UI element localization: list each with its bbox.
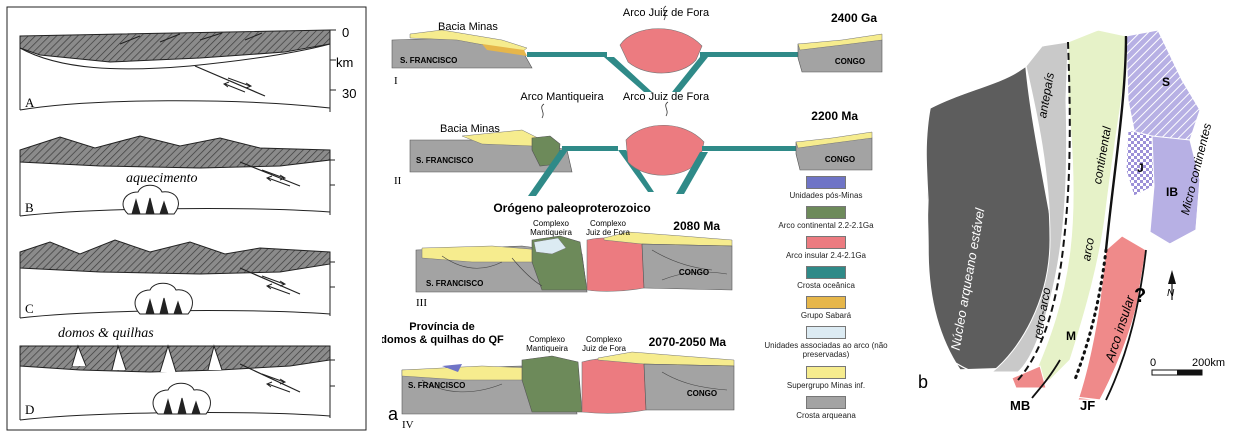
legend-swatch bbox=[806, 266, 846, 279]
legend-label: Unidades associadas ao arco (não preserv… bbox=[764, 341, 887, 359]
section-ii-west: S. FRANCISCO bbox=[416, 156, 473, 165]
section-iii-complex-east-l2: Juiz de Fora bbox=[586, 228, 631, 237]
legend-label: Arco continental 2.2-2.1Ga bbox=[778, 221, 873, 230]
domes-keels-label: domos & quilhas bbox=[58, 326, 154, 341]
tectonic-map-svg: Núcleo arqueano estável retro-arco antep… bbox=[900, 0, 1242, 434]
depth-unit-label: km bbox=[336, 55, 353, 70]
section-iv-heading-l2: domos & quilhas do QF bbox=[382, 334, 504, 346]
stage-label-c: C bbox=[25, 301, 34, 316]
legend-swatch bbox=[806, 366, 846, 379]
legend-label: Crosta arqueana bbox=[796, 411, 856, 420]
section-iv-complex-east-l1: Complexo bbox=[586, 335, 623, 344]
legend-swatch bbox=[806, 296, 846, 309]
north-label: N bbox=[1167, 288, 1175, 299]
section-iii-complex-east-l1: Complexo bbox=[590, 219, 627, 228]
section-iii-complex-west-l2: Mantiqueira bbox=[530, 228, 572, 237]
legend-swatch bbox=[806, 206, 846, 219]
label-jf: JF bbox=[1080, 398, 1095, 413]
legend-swatch bbox=[806, 396, 846, 409]
section-i-basin: Bacia Minas bbox=[438, 21, 498, 33]
legend-label: Arco insular 2.4-2.1Ga bbox=[786, 251, 866, 260]
section-ii-basin: Bacia Minas bbox=[440, 123, 500, 135]
legend-item-island-arc: Arco insular 2.4-2.1Ga bbox=[762, 236, 890, 260]
section-iv-age: 2070-2050 Ma bbox=[649, 335, 727, 349]
section-ii-east: CONGO bbox=[825, 155, 855, 164]
legend-swatch bbox=[806, 326, 846, 339]
section-ii-roman: II bbox=[394, 175, 402, 187]
panel-b-letter: b bbox=[918, 372, 928, 392]
section-iv: S. FRANCISCO CONGO Província de domos & … bbox=[382, 321, 734, 431]
heating-label: aquecimento bbox=[126, 171, 198, 186]
panel-b-tectonic-map: Núcleo arqueano estável retro-arco antep… bbox=[900, 0, 1242, 434]
scale-start-label: 0 bbox=[1150, 357, 1156, 369]
section-i-arc: Arco Juiz de Fora bbox=[623, 7, 710, 19]
section-iii-complex-west-l1: Complexo bbox=[533, 219, 570, 228]
section-iv-east: CONGO bbox=[687, 389, 717, 398]
scale-end-label: 200km bbox=[1192, 357, 1225, 369]
legend-item-continental-arc: Arco continental 2.2-2.1Ga bbox=[762, 206, 890, 230]
panel-cross-sections-a-d: 0 km 30 A aquecimento B bbox=[0, 0, 372, 434]
legend-item-pos-minas: Unidades pós-Minas bbox=[762, 176, 890, 200]
section-b: aquecimento B bbox=[20, 136, 335, 216]
legend-swatch bbox=[806, 176, 846, 189]
label-j: J bbox=[1137, 161, 1144, 175]
legend-item-sabara: Grupo Sabará bbox=[762, 296, 890, 320]
section-iii-roman: III bbox=[416, 297, 427, 309]
label-mb: MB bbox=[1010, 398, 1030, 413]
legend-item-oceanic-crust: Crosta oceânica bbox=[762, 266, 890, 290]
section-iii-age: 2080 Ma bbox=[673, 219, 720, 233]
section-iv-complex-west-l2: Mantiqueira bbox=[526, 344, 568, 353]
label-m: M bbox=[1066, 329, 1076, 343]
section-iv-complex-west-l1: Complexo bbox=[529, 335, 566, 344]
depth-label-0: 0 bbox=[342, 25, 349, 40]
section-iv-roman: IV bbox=[402, 419, 414, 431]
depth-label-30: 30 bbox=[342, 86, 356, 101]
legend-label: Grupo Sabará bbox=[801, 311, 851, 320]
legend-label: Unidades pós-Minas bbox=[790, 191, 863, 200]
section-i-age: 2400 Ga bbox=[831, 11, 877, 25]
section-iv-west: S. FRANCISCO bbox=[408, 381, 465, 390]
legend-label: Crosta oceânica bbox=[797, 281, 855, 290]
section-iii-east: CONGO bbox=[679, 268, 709, 277]
section-ii-age: 2200 Ma bbox=[811, 109, 858, 123]
section-iv-heading-l1: Província de bbox=[409, 321, 474, 333]
section-iii-west: S. FRANCISCO bbox=[426, 279, 483, 288]
stage-sections-svg: 0 km 30 A aquecimento B bbox=[0, 0, 372, 434]
legend-item-archean-crust: Crosta arqueana bbox=[762, 396, 890, 420]
north-arrow-icon: N bbox=[1167, 270, 1176, 300]
section-i-west: S. FRANCISCO bbox=[400, 56, 457, 65]
label-ib: IB bbox=[1166, 185, 1178, 199]
question-mark: ? bbox=[1134, 285, 1146, 307]
scale-bar: 0 200km bbox=[1150, 357, 1225, 375]
section-iv-complex-east-l2: Juiz de Fora bbox=[582, 344, 627, 353]
section-i-east: CONGO bbox=[835, 57, 865, 66]
section-iii: S. FRANCISCO CONGO Orógeno paleoproteroz… bbox=[416, 201, 732, 309]
heating-blob-b bbox=[123, 185, 178, 214]
section-i-roman: I bbox=[394, 75, 398, 87]
section-i: S. FRANCISCO CONGO Bacia Minas Arco Juiz… bbox=[392, 6, 882, 92]
section-ii-arc-west: Arco Mantiqueira bbox=[520, 91, 604, 103]
heating-blob-c bbox=[135, 283, 192, 314]
legend-item-minas-inf: Supergrupo Minas inf. bbox=[762, 366, 890, 390]
stage-label-b: B bbox=[25, 200, 34, 215]
legend-swatch bbox=[806, 236, 846, 249]
stage-label-d: D bbox=[25, 402, 34, 417]
section-d: domos & quilhas D bbox=[20, 326, 335, 420]
legend-item-arc-units: Unidades associadas ao arco (não preserv… bbox=[762, 326, 890, 359]
section-c: C bbox=[20, 240, 335, 318]
section-a: 0 km 30 A bbox=[20, 25, 356, 112]
stage-label-a: A bbox=[25, 95, 35, 110]
label-s: S bbox=[1162, 75, 1170, 89]
section-iii-heading: Orógeno paleoproterozoico bbox=[493, 201, 650, 215]
panel-a-letter: a bbox=[388, 404, 399, 424]
section-ii-arc: Arco Juiz de Fora bbox=[623, 91, 710, 103]
heating-blob-d bbox=[153, 383, 210, 414]
legend-label: Supergrupo Minas inf. bbox=[787, 381, 865, 390]
